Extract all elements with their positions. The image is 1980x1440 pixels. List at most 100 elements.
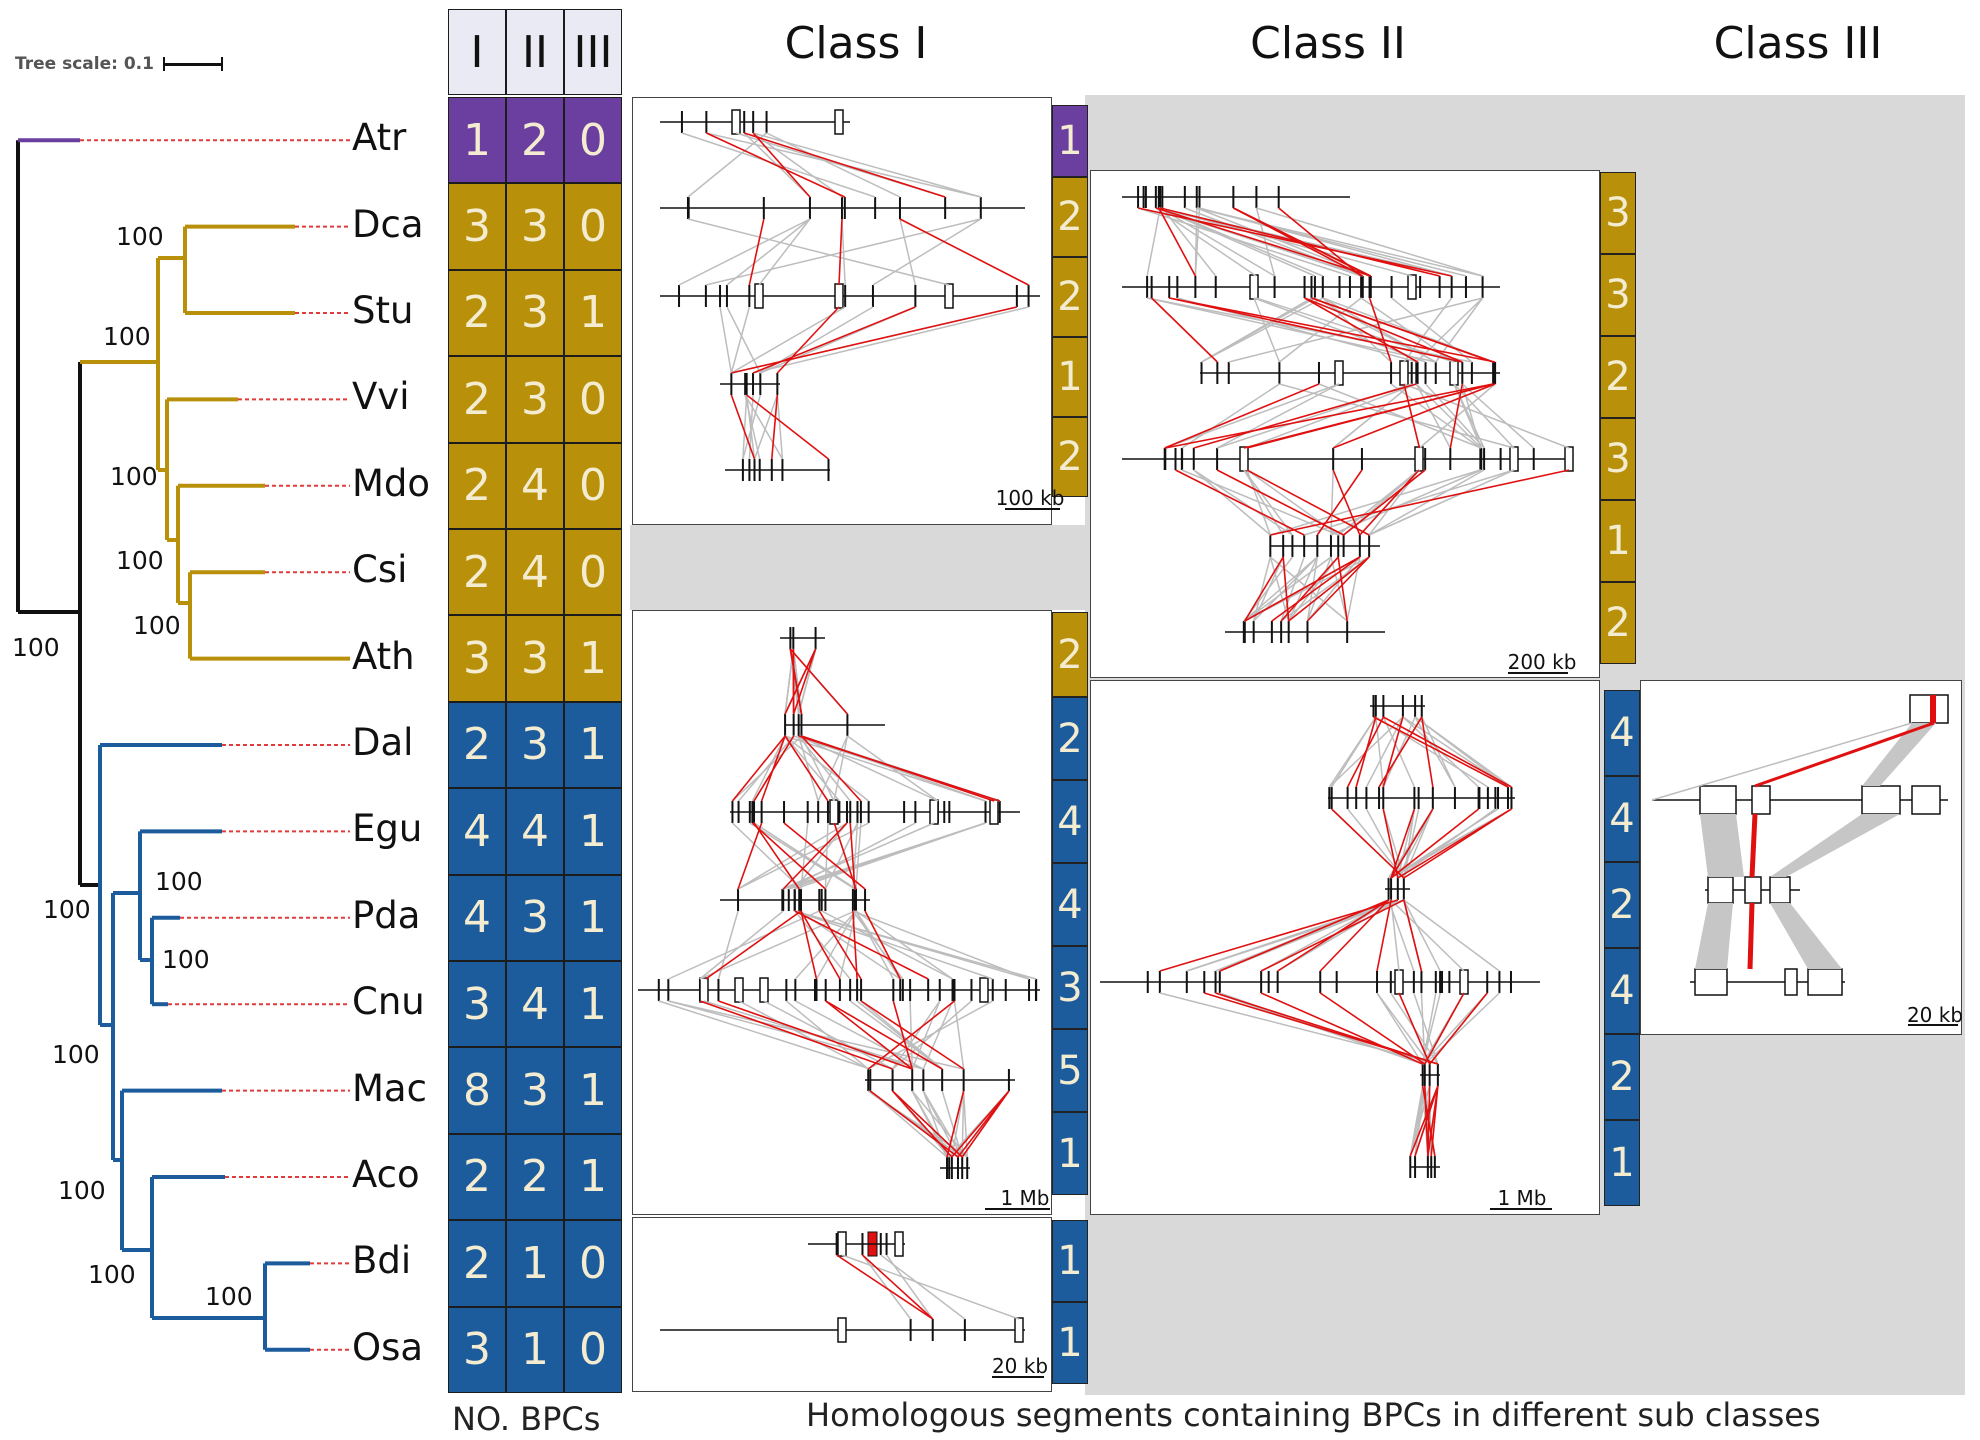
bpc-count-cell: 3 — [448, 183, 506, 270]
tree-scale-bar-tick — [163, 57, 165, 71]
bpc-count-cell: 0 — [564, 97, 622, 184]
bpc-link — [760, 735, 786, 802]
homology-link — [681, 132, 876, 198]
bpc-link — [838, 218, 843, 286]
segment-count-tag: 4 — [1052, 863, 1088, 946]
bpc-count-cell: 1 — [448, 97, 506, 184]
bpc-link — [892, 1090, 963, 1158]
segment-count-tag: 3 — [1600, 254, 1636, 336]
bpc-link — [1319, 899, 1390, 972]
homology-link — [794, 910, 857, 980]
homology-link — [658, 1000, 871, 1070]
bpc-link — [1193, 383, 1417, 449]
gene-box — [929, 799, 939, 825]
bpc-link — [1270, 469, 1570, 536]
homology-link — [1415, 297, 1484, 363]
bpc-link — [770, 394, 779, 460]
bpc-link — [1158, 207, 1197, 277]
bpc-link — [836, 1254, 934, 1320]
homology-band — [1770, 814, 1900, 877]
bpc-link — [1316, 469, 1363, 536]
homology-link — [752, 306, 1029, 374]
homology-link — [911, 1090, 968, 1158]
homology-band — [1862, 723, 1936, 786]
homology-link — [730, 306, 751, 374]
gene-box — [1769, 876, 1791, 904]
gene-box — [944, 283, 954, 309]
homology-link — [719, 306, 733, 374]
bpc-link — [753, 822, 800, 890]
homology-link — [1255, 297, 1455, 363]
bpc-count-cell: 3 — [448, 615, 506, 702]
segment-count-tag: 1 — [1600, 500, 1636, 582]
homology-link — [1375, 716, 1385, 788]
bpc-count-cell: 3 — [506, 183, 564, 270]
bpc-link — [957, 1090, 1010, 1158]
homology-band — [1695, 903, 1733, 969]
bpc-count-cell: 2 — [448, 701, 506, 789]
homology-link — [815, 910, 857, 980]
homology-link — [1376, 992, 1431, 1065]
bpc-count-cell: 2 — [448, 442, 506, 529]
species-label: Egu — [352, 807, 423, 851]
bpc-link — [1390, 808, 1434, 879]
homology-link — [705, 218, 981, 286]
bpc-link — [1244, 556, 1284, 622]
bpc-link — [789, 648, 803, 715]
segment-count-tag: 4 — [1052, 780, 1088, 863]
bpc-count-cell: 1 — [506, 1220, 564, 1307]
bpc-link — [1169, 297, 1463, 363]
homology-link — [817, 735, 849, 802]
species-label: Cnu — [352, 980, 425, 1024]
homology-link — [1390, 899, 1465, 972]
bpc-link — [869, 1090, 959, 1158]
bpc-link — [752, 306, 916, 374]
bpc-count-cell: 0 — [564, 529, 622, 616]
bpc-count-cell: 4 — [448, 874, 506, 961]
scale-bar-line — [1490, 1208, 1552, 1210]
homology-link — [852, 910, 1030, 980]
bpc-count-cell: 1 — [564, 615, 622, 702]
gene-box — [699, 977, 709, 1003]
species-label: Bdi — [352, 1239, 412, 1283]
scale-bar-1mb-class1: 1 Mb — [1000, 1186, 1050, 1210]
bpc-link — [1164, 383, 1320, 449]
bpc-link — [1359, 469, 1420, 536]
scale-bar-100kb: 100 kb — [995, 486, 1065, 510]
bootstrap-value: 100 — [110, 462, 158, 491]
gene-box — [1744, 876, 1762, 904]
homology-link — [1403, 899, 1441, 972]
scale-bar-line — [1005, 508, 1060, 510]
bpc-link — [1215, 992, 1439, 1065]
bpc-link — [1219, 899, 1389, 972]
homology-link — [1164, 383, 1340, 449]
homology-link — [1253, 297, 1281, 363]
homology-link — [699, 910, 784, 980]
homology-link — [745, 394, 756, 460]
species-label: Pda — [352, 893, 421, 937]
homology-link — [751, 735, 786, 802]
species-label: Dca — [352, 202, 424, 246]
header-class-i: I — [448, 9, 506, 95]
bpc-count-cell: 4 — [506, 529, 564, 616]
bpc-link — [1754, 721, 1935, 788]
bpc-link — [1421, 1085, 1436, 1157]
bpc-count-cell: 2 — [506, 97, 564, 184]
bpc-count-cell: 1 — [506, 1306, 564, 1393]
homology-link — [800, 735, 835, 802]
synteny-panel-class1-basal-eudicot — [632, 97, 1052, 525]
bpc-link — [1403, 383, 1421, 449]
homology-link — [1194, 207, 1198, 277]
homology-link — [1424, 992, 1500, 1065]
bpc-count-cell: 2 — [448, 356, 506, 443]
bootstrap-value: 100 — [43, 895, 91, 924]
bpc-link — [1319, 992, 1426, 1065]
homology-link — [699, 910, 856, 980]
bpc-count-cell: 2 — [448, 269, 506, 357]
bpc-link — [730, 394, 756, 460]
homology-link — [961, 1090, 965, 1158]
bpc-link — [794, 910, 929, 980]
homology-link — [1403, 383, 1570, 449]
bpc-count-cell: 0 — [564, 356, 622, 443]
